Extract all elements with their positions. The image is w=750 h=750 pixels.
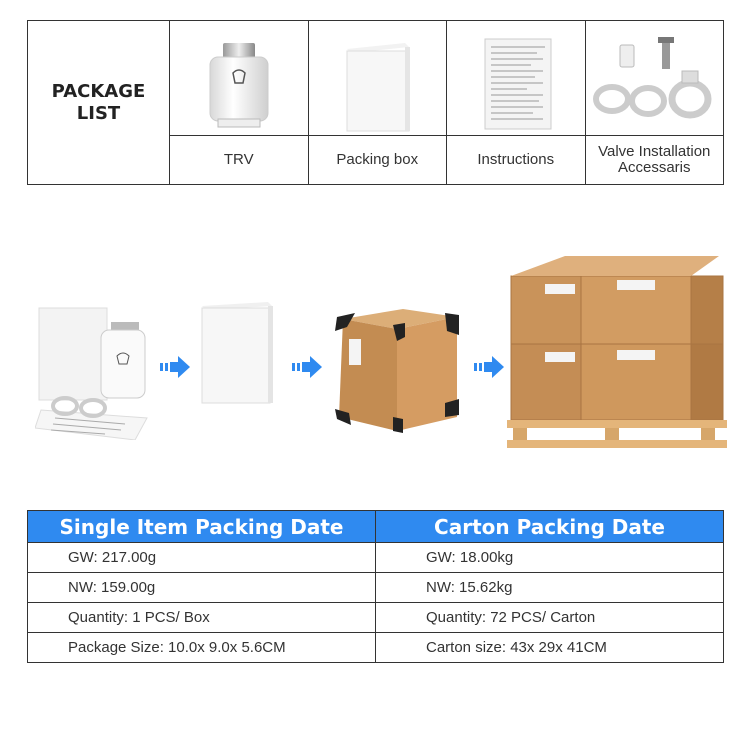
table-row: GW: 217.00g GW: 18.00kg bbox=[27, 542, 724, 573]
table-row: NW: 159.00g NW: 15.62kg bbox=[27, 572, 724, 603]
product-set-illustration bbox=[35, 307, 148, 440]
instruction-sheet-icon bbox=[484, 38, 552, 130]
package-item-label: TRV bbox=[223, 151, 254, 168]
single-gw-cell: GW: 217.00g bbox=[27, 542, 376, 573]
carton-illustration bbox=[335, 309, 459, 433]
package-item-packing-box: Packing box bbox=[308, 21, 447, 184]
carton-nw-cell: NW: 15.62kg bbox=[375, 572, 724, 603]
carton-gw-cell: GW: 18.00kg bbox=[375, 542, 724, 573]
table-row: Package Size: 10.0x 9.0x 5.6CM Carton si… bbox=[27, 632, 724, 663]
arrow-right-icon bbox=[474, 356, 504, 378]
package-item-trv: TRV bbox=[170, 21, 309, 184]
packing-flow bbox=[0, 240, 750, 470]
packing-data-table: Single Item Packing Date Carton Packing … bbox=[27, 510, 724, 663]
single-quantity-cell: Quantity: 1 PCS/ Box bbox=[27, 602, 376, 633]
carton-header: Carton Packing Date bbox=[375, 510, 724, 543]
package-item-label: Packing box bbox=[336, 151, 419, 168]
trv-device-icon bbox=[209, 43, 269, 128]
package-item-label: Instructions bbox=[477, 151, 555, 168]
arrow-right-icon bbox=[292, 356, 322, 378]
white-box-icon bbox=[346, 43, 410, 132]
package-list-heading-cell: PACKAGE LIST bbox=[28, 21, 170, 184]
single-nw-cell: NW: 159.00g bbox=[27, 572, 376, 603]
valve-adapters-icon bbox=[592, 37, 711, 119]
carton-size-cell: Carton size: 43x 29x 41CM bbox=[375, 632, 724, 663]
package-list-table: PACKAGE LIST TRV Pack bbox=[27, 20, 724, 185]
white-box-illustration bbox=[201, 302, 273, 404]
single-item-header: Single Item Packing Date bbox=[27, 510, 376, 543]
package-item-valve-accessories: Valve Installation Accessaris bbox=[585, 21, 723, 184]
package-list-heading: PACKAGE LIST bbox=[51, 80, 146, 124]
arrow-right-icon bbox=[160, 356, 190, 378]
carton-quantity-cell: Quantity: 72 PCS/ Carton bbox=[375, 602, 724, 633]
single-size-cell: Package Size: 10.0x 9.0x 5.6CM bbox=[27, 632, 376, 663]
pallet-illustration bbox=[507, 256, 727, 448]
table-row: Quantity: 1 PCS/ Box Quantity: 72 PCS/ C… bbox=[27, 602, 724, 633]
package-item-label: Valve Installation Accessaris bbox=[598, 143, 711, 176]
package-item-instructions: Instructions bbox=[447, 21, 586, 184]
